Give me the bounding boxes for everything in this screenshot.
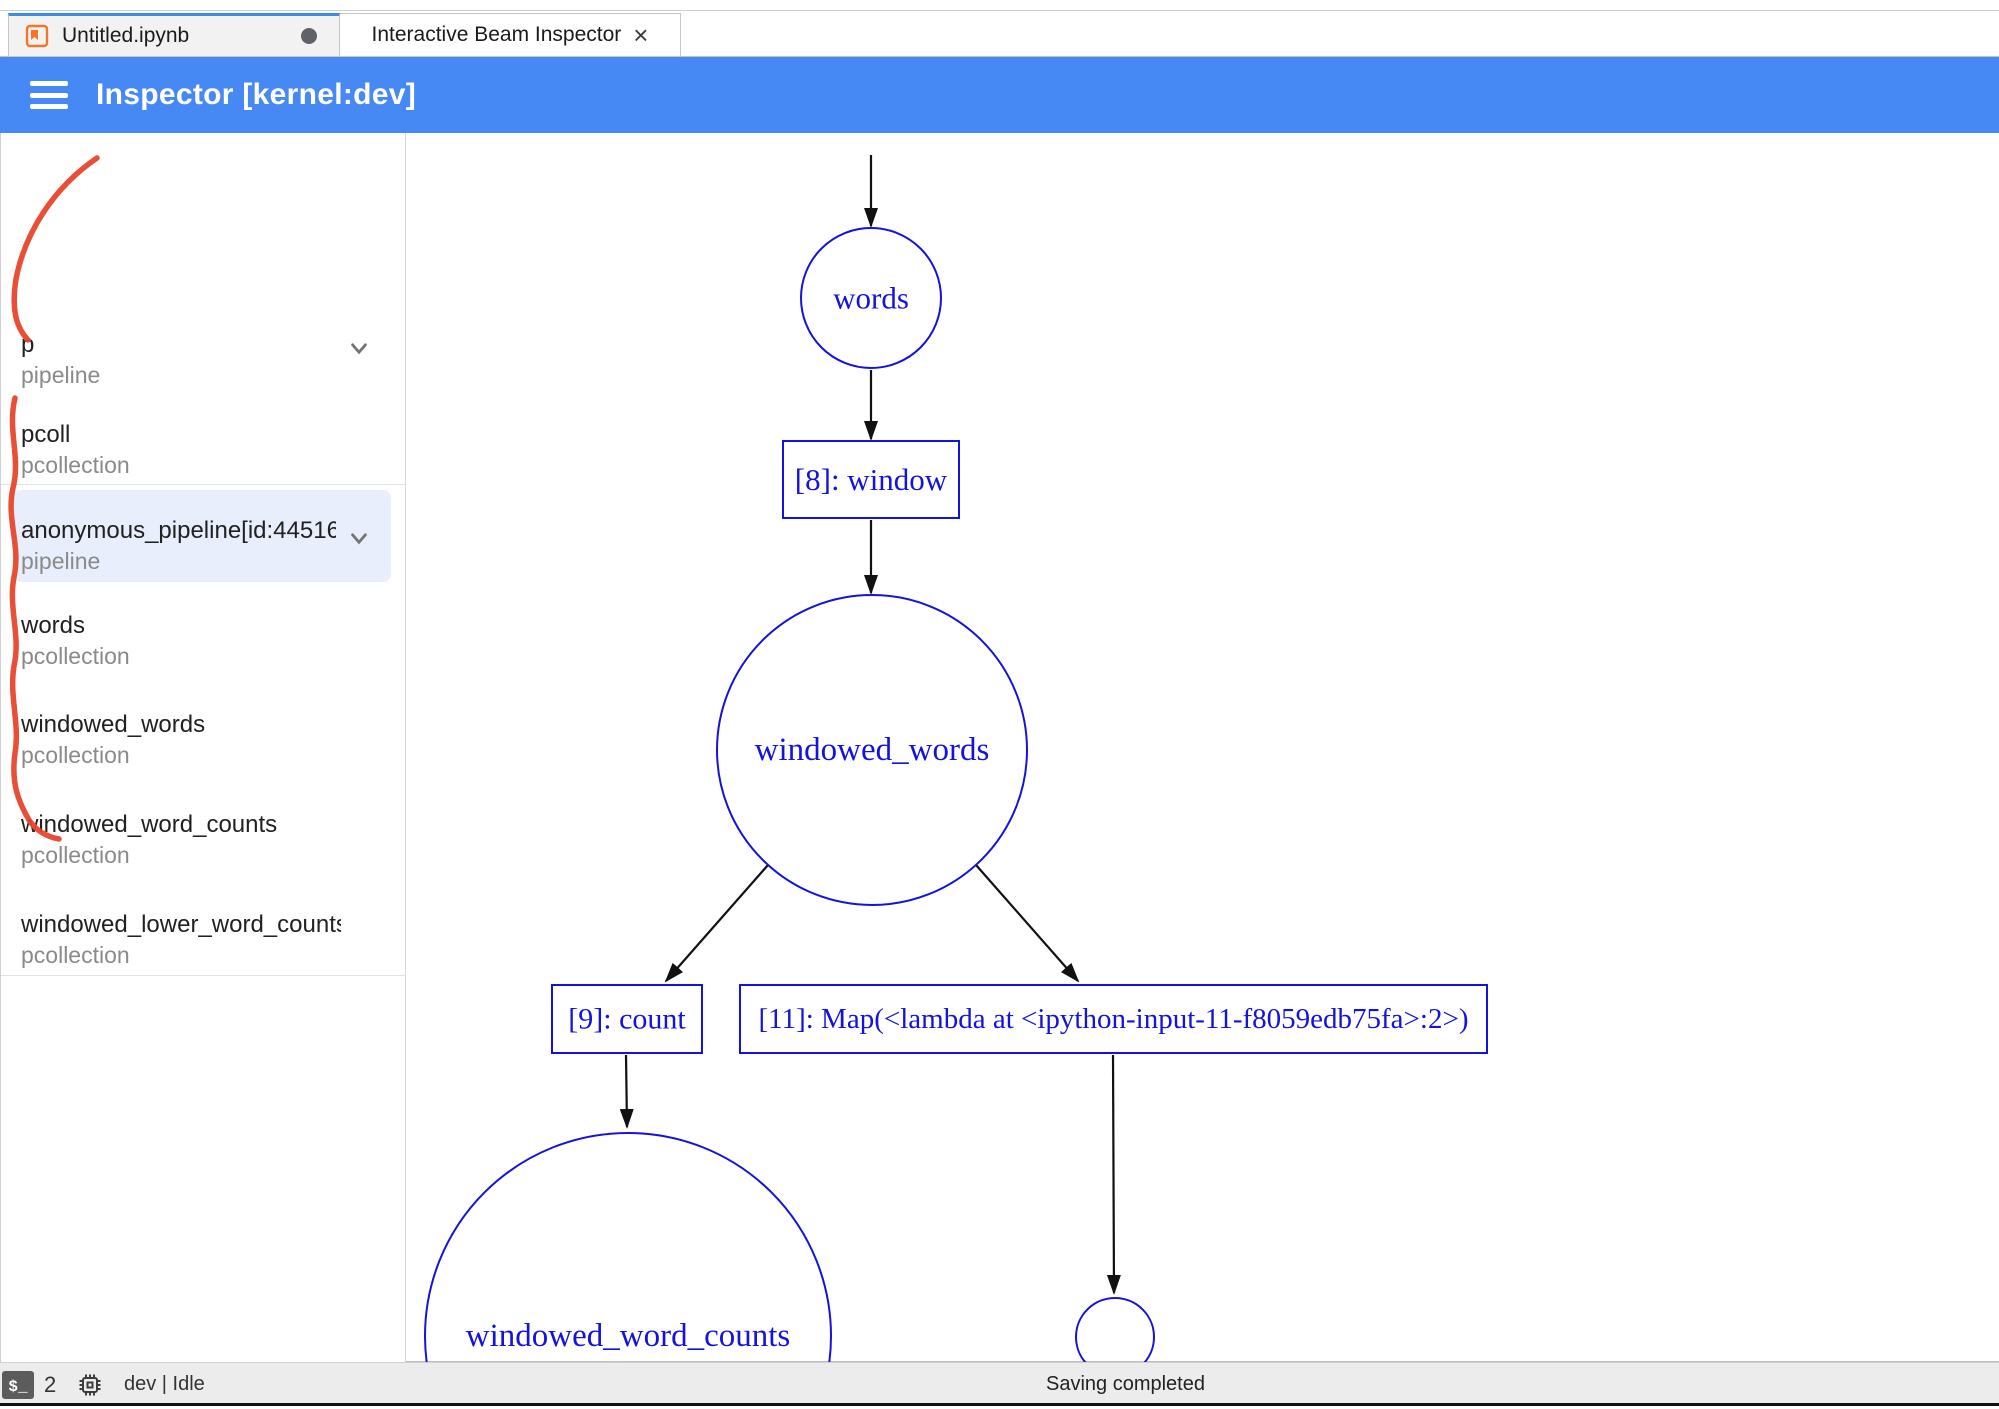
kernel-status: dev | Idle bbox=[124, 1373, 205, 1395]
sidebar-divider bbox=[1, 975, 406, 976]
window-bottom-edge bbox=[0, 1403, 1999, 1406]
sidebar-item-p[interactable]: p pipeline bbox=[21, 330, 341, 390]
window-transform-node[interactable] bbox=[782, 440, 960, 519]
window-transform-label: [8]: window bbox=[795, 462, 948, 497]
tab-label: Interactive Beam Inspector bbox=[371, 23, 622, 46]
windowed-words-label: windowed_words bbox=[755, 732, 990, 768]
item-name: windowed_lower_word_counts bbox=[21, 911, 341, 938]
windowed-word-counts-label: windowed_word_counts bbox=[466, 1318, 790, 1354]
notebook-file-icon bbox=[25, 24, 49, 48]
sidebar-item-pcoll[interactable]: pcoll pcollection bbox=[21, 420, 341, 480]
words-label: words bbox=[833, 281, 909, 316]
count-transform-node[interactable] bbox=[551, 984, 703, 1054]
item-name: windowed_word_counts bbox=[21, 811, 278, 838]
tab-bar: Untitled.ipynb Interactive Beam Inspecto… bbox=[0, 0, 1999, 57]
hamburger-menu-icon[interactable] bbox=[30, 81, 68, 109]
tab-label: Untitled.ipynb bbox=[62, 24, 190, 47]
inspector-content: p pipeline pcoll pcollection anonymous_p… bbox=[0, 133, 1999, 1362]
item-type: pcollection bbox=[21, 452, 130, 478]
chevron-down-icon[interactable] bbox=[344, 333, 374, 363]
pipeline-graph: words [8]: window windowed_words [9]: count… bbox=[406, 133, 1999, 1362]
windowed-words-node[interactable] bbox=[716, 594, 1028, 906]
sidebar-item-anonymous-pipeline[interactable]: anonymous_pipeline[id:44516… pipeline bbox=[21, 516, 341, 576]
sidebar-item-windowed-words[interactable]: windowed_words pcollection bbox=[21, 710, 341, 770]
terminal-icon[interactable]: $_ bbox=[2, 1371, 34, 1399]
item-name: p bbox=[21, 331, 35, 358]
item-type: pcollection bbox=[21, 942, 130, 968]
close-tab-icon[interactable]: × bbox=[633, 20, 649, 50]
window-top-divider bbox=[0, 10, 1999, 11]
windowed-lower-word-counts-node[interactable] bbox=[1075, 1297, 1155, 1362]
selected-pipeline-highlight[interactable] bbox=[13, 490, 391, 582]
terminal-count: 2 bbox=[44, 1372, 57, 1397]
map-transform-node[interactable] bbox=[739, 984, 1488, 1054]
item-type: pcollection bbox=[21, 842, 130, 868]
pipeline-sidebar: p pipeline pcoll pcollection anonymous_p… bbox=[1, 133, 406, 1362]
map-transform-label: [11]: Map(<lambda at <ipython-input-11-f… bbox=[759, 1003, 1469, 1035]
item-name: words bbox=[21, 612, 86, 639]
sidebar-item-windowed-lower-word-counts[interactable]: windowed_lower_word_counts pcollection bbox=[21, 910, 341, 970]
item-type: pipeline bbox=[21, 362, 101, 388]
kernel-chip-icon[interactable] bbox=[76, 1371, 104, 1399]
windowed-word-counts-node[interactable] bbox=[424, 1132, 832, 1362]
dag-edge bbox=[975, 864, 1080, 983]
status-bar: $_ 2 dev | Idle Saving completed bbox=[0, 1362, 1999, 1406]
save-status-message: Saving completed bbox=[1046, 1373, 1205, 1395]
item-name: anonymous_pipeline[id:44516… bbox=[21, 517, 336, 544]
unsaved-changes-dot bbox=[301, 28, 317, 44]
item-name: pcoll bbox=[21, 421, 71, 448]
item-type: pcollection bbox=[21, 742, 130, 768]
sidebar-divider bbox=[1, 484, 406, 485]
item-type: pcollection bbox=[21, 643, 130, 669]
dag-edge bbox=[619, 1054, 634, 1129]
tab-untitled-notebook[interactable]: Untitled.ipynb bbox=[8, 13, 340, 57]
count-transform-label: [9]: count bbox=[568, 1003, 686, 1036]
inspector-title: Inspector [kernel:dev] bbox=[96, 78, 417, 111]
words-node[interactable] bbox=[800, 227, 942, 369]
sidebar-item-words[interactable]: words pcollection bbox=[21, 611, 341, 671]
dag-edge bbox=[664, 864, 769, 983]
item-type: pipeline bbox=[21, 548, 101, 574]
sidebar-item-windowed-word-counts[interactable]: windowed_word_counts pcollection bbox=[21, 810, 341, 870]
dag-edge bbox=[1106, 1054, 1121, 1295]
chevron-down-icon[interactable] bbox=[344, 523, 374, 553]
item-name: windowed_words bbox=[21, 711, 206, 738]
inspector-app-bar: Inspector [kernel:dev] bbox=[0, 57, 1999, 133]
tab-interactive-beam-inspector[interactable]: Interactive Beam Inspector × bbox=[340, 13, 681, 57]
pipeline-dag-svg: words [8]: window windowed_words [9]: count… bbox=[424, 155, 1488, 1362]
